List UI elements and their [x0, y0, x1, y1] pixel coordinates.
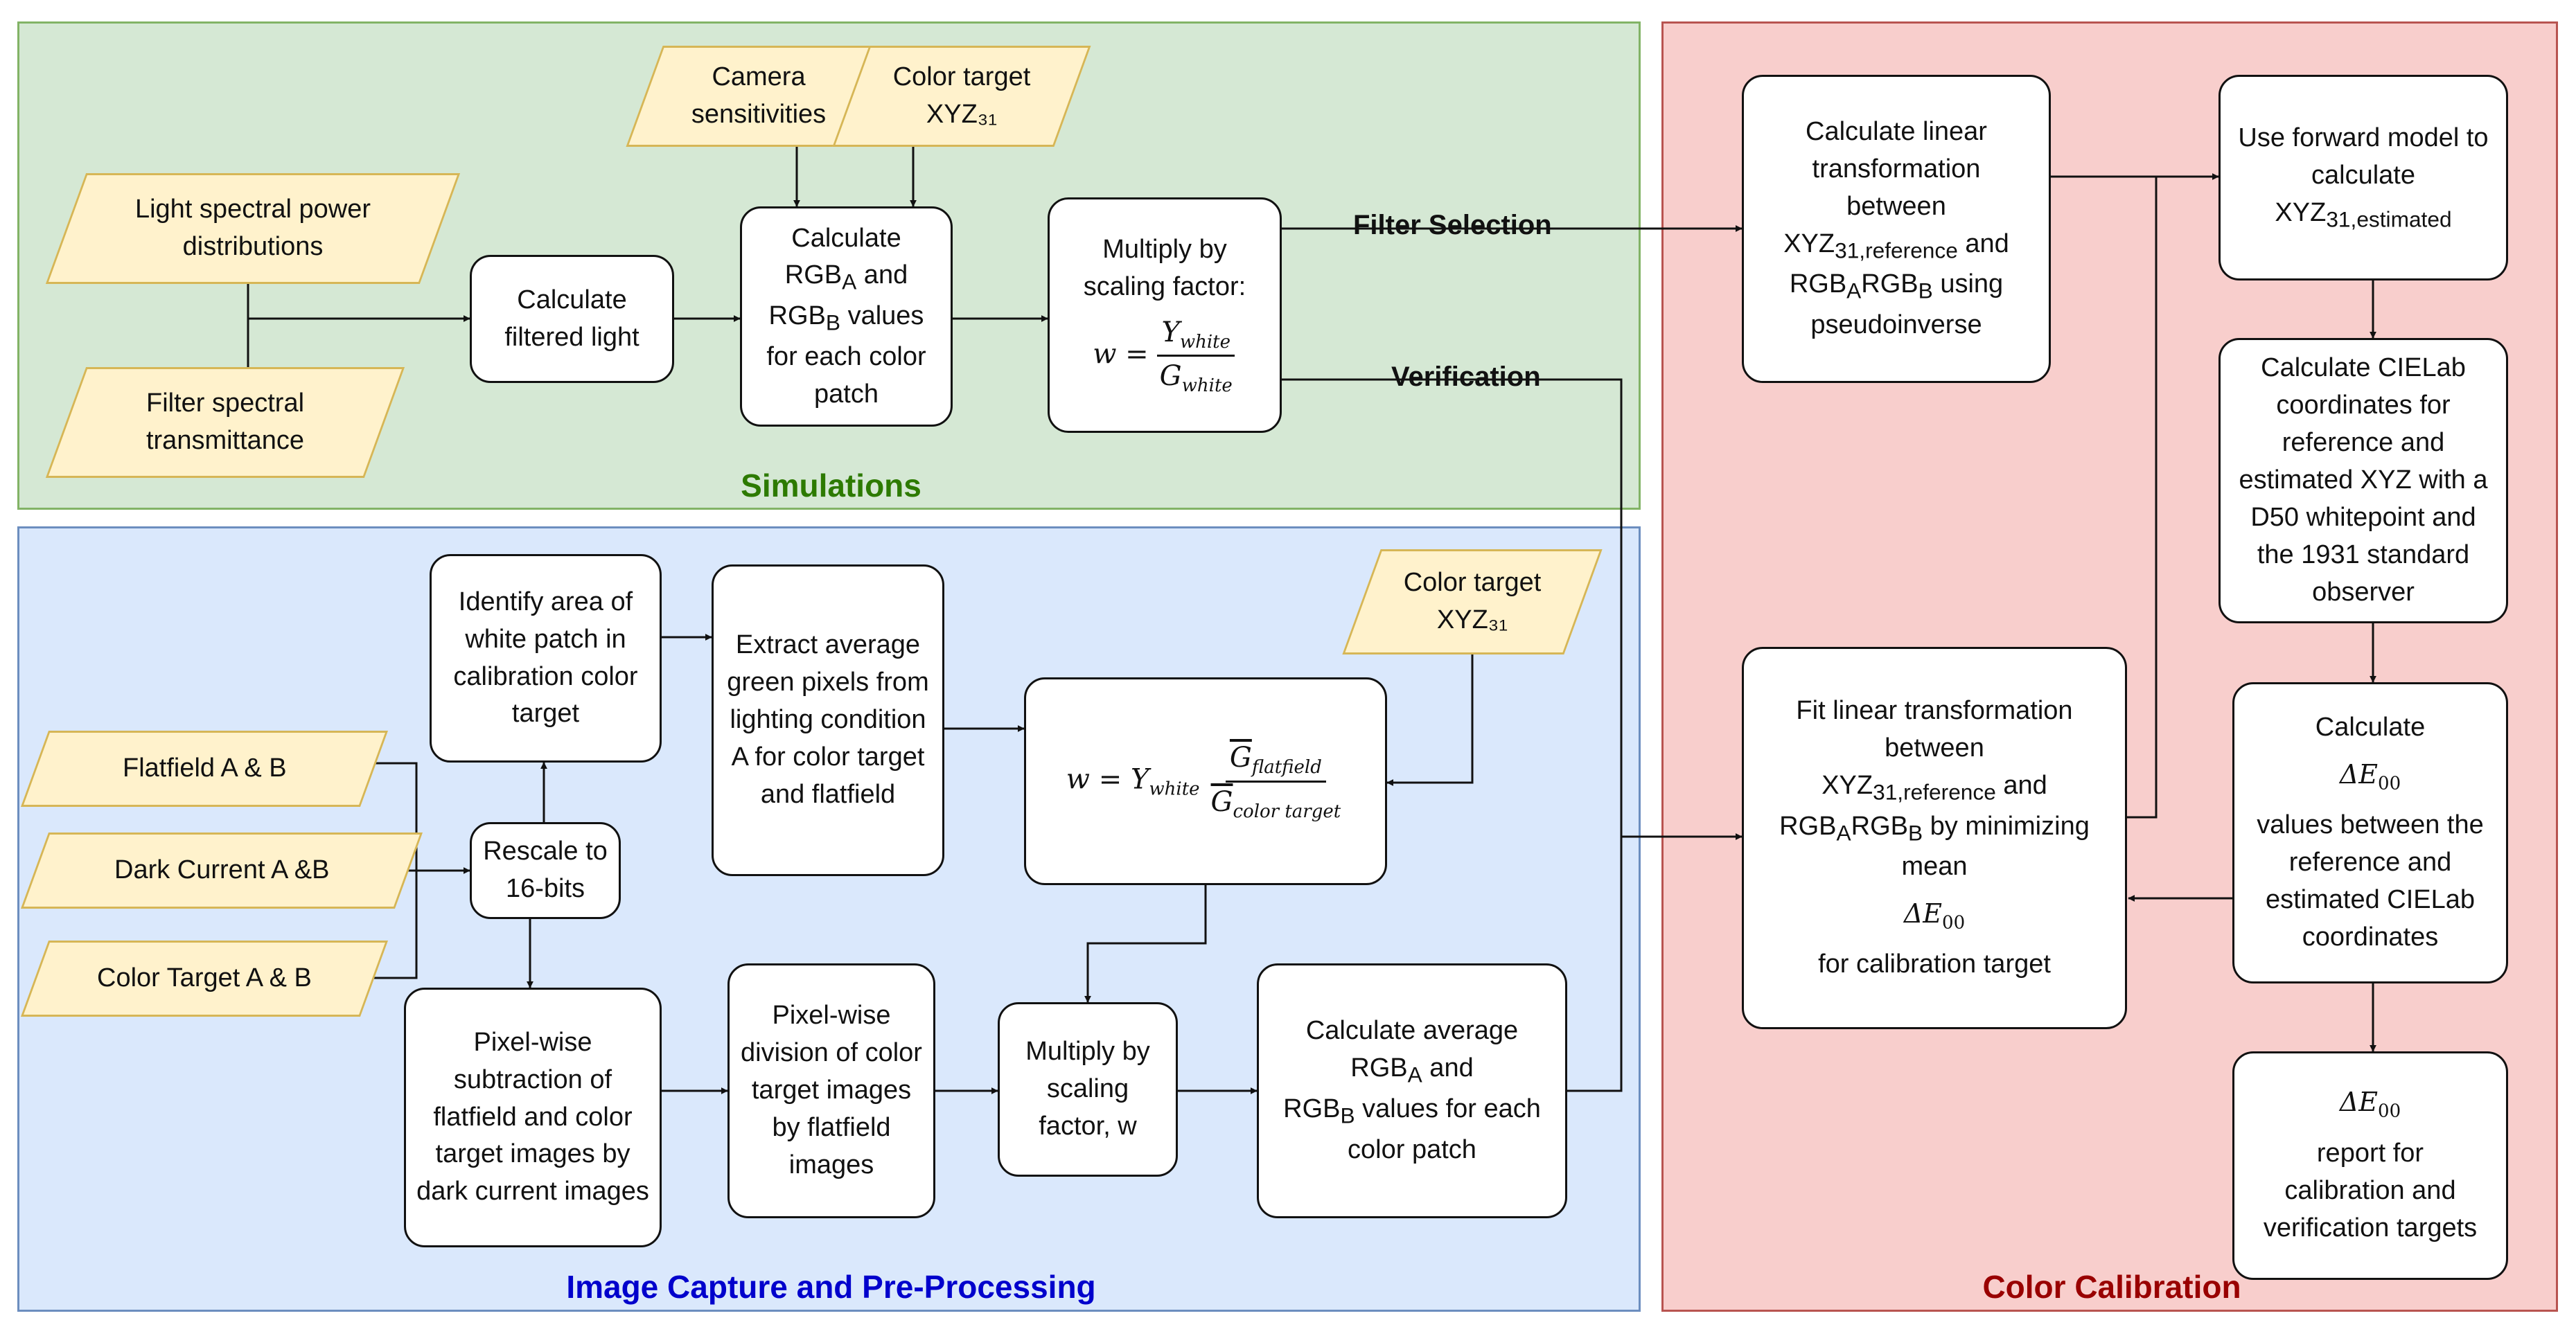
calc-rgb-sim-box: Calculate RGBA and RGBB values for each …	[740, 206, 953, 427]
calc-delta-e-box: Calculate ΔE00 values between the refere…	[2232, 682, 2508, 983]
division-box: Pixel-wise division of color target imag…	[727, 963, 935, 1218]
extract-green-box: Extract average green pixels from lighti…	[712, 564, 944, 876]
identify-white-patch-box: Identify area of white patch in calibrat…	[430, 554, 662, 763]
image-capture-title: Image Capture and Pre-Processing	[566, 1269, 1096, 1305]
color-target-sim-input: Color target XYZ₃₁	[832, 46, 1091, 147]
calc-average-rgb-box: Calculate average RGBA and RGBB values f…	[1257, 963, 1567, 1218]
edge-colortarget-to-formula	[1386, 654, 1474, 786]
verification-label: Verification	[1391, 362, 1541, 392]
forward-model-box: Use forward model to calculate XYZ31,est…	[2218, 75, 2508, 280]
flatfield-input: Flatfield A & B	[20, 731, 389, 807]
calc-linear-transform-box: Calculate linear transformation between …	[1742, 75, 2051, 383]
delta-e-00-fit: ΔE00	[1903, 898, 1966, 934]
delta-e-00-calc: ΔE00	[2339, 759, 2401, 794]
edge-fit-to-forward	[2127, 177, 2158, 819]
calc-filtered-light-box: Calculate filtered light	[470, 255, 674, 383]
color-target-icp-input: Color target XYZ₃₁	[1342, 549, 1603, 654]
edge-average-to-fit	[1567, 837, 1623, 1092]
filter-selection-label: Filter Selection	[1353, 210, 1552, 240]
filter-transmittance-input: Filter spectral transmittance	[45, 367, 405, 478]
edge-formula-to-multiply	[1084, 885, 1207, 1003]
edge-verification	[1282, 378, 1743, 840]
dark-current-input: Dark Current A &B	[20, 832, 423, 909]
light-spd-input: Light spectral power distributions	[45, 173, 461, 284]
subtraction-box: Pixel-wise subtraction of flatfield and …	[404, 988, 662, 1247]
rescale-box: Rescale to 16-bits	[470, 822, 621, 919]
multiply-scaling-icp-box: Multiply by scaling factor, w	[998, 1002, 1178, 1177]
color-calibration-title: Color Calibration	[1982, 1269, 2241, 1305]
cielab-box: Calculate CIELab coordinates for referen…	[2218, 338, 2508, 623]
fit-linear-transform-box: Fit linear transformation between XYZ31,…	[1742, 647, 2127, 1029]
simulations-title: Simulations	[741, 467, 921, 504]
color-target-ab-input: Color Target A & B	[20, 941, 389, 1017]
delta-e-00-report: ΔE00	[2339, 1086, 2401, 1122]
report-box: ΔE00 report for calibration and verifica…	[2232, 1051, 2508, 1280]
